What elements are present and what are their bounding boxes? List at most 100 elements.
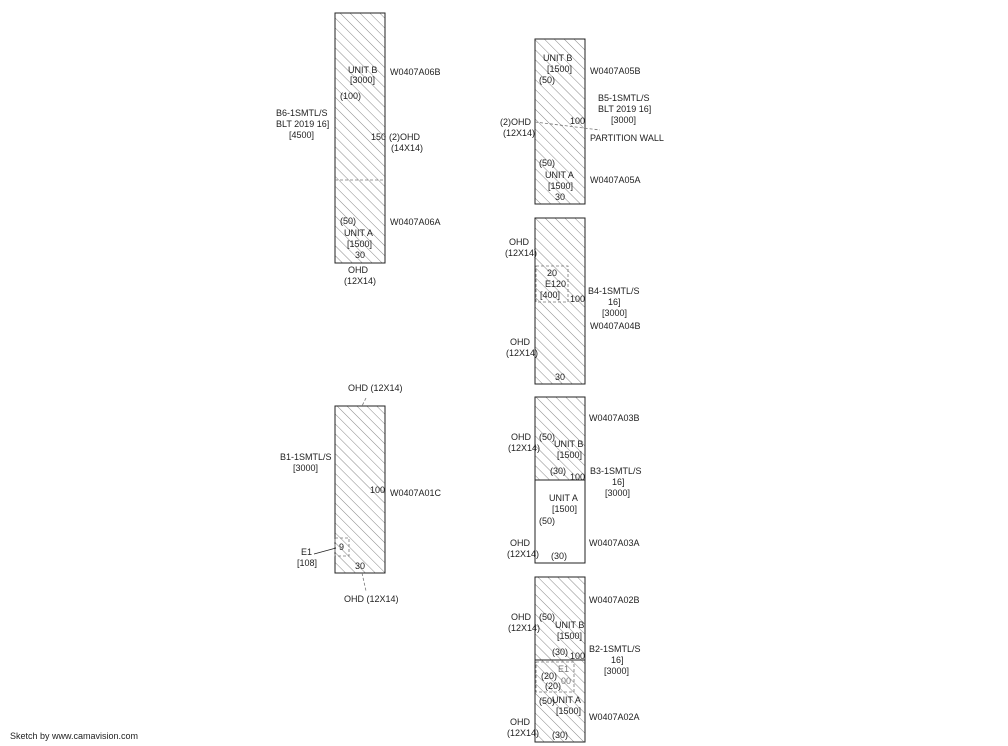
b5-partition-line: [534, 121, 601, 131]
building-b2[interactable]: W0407A02B OHD (12X14) (50) UNIT B [1500]…: [507, 576, 641, 743]
b3-unit-b-label: UNIT B: [554, 439, 583, 449]
b4-dimension-20: 20: [547, 268, 557, 278]
b4-id: W0407A04B: [590, 321, 641, 331]
b4-outline: [534, 217, 586, 385]
b1-dimension-30: 30: [355, 561, 365, 571]
b6-description-line1: B6-1SMTL/S: [276, 108, 328, 118]
building-b5[interactable]: UNIT B [1500] (50) W0407A05B B5-1SMTL/S …: [500, 38, 664, 205]
b6-outline: [334, 12, 386, 264]
b2-dimension-50a: (50): [539, 696, 555, 706]
b4-e120-area-value: [400]: [540, 290, 560, 300]
b4-dimension-30: 30: [555, 372, 565, 382]
b1-ohd-bottom-leader: [361, 572, 367, 592]
b3-dimension-50b: (50): [539, 432, 555, 442]
b3-id-unit-a: W0407A03A: [589, 538, 640, 548]
b6-id-unit-a: W0407A06A: [390, 217, 441, 227]
b4-description-area: [3000]: [602, 308, 627, 318]
b1-dimension-100: 100: [370, 485, 385, 495]
b2-e1-area: [535, 661, 575, 693]
b3-unit-a-label: UNIT A: [549, 493, 578, 503]
b2-dimension-50b: (50): [539, 612, 555, 622]
b4-e120-label: E120: [545, 279, 566, 289]
b2-unit-a-area: [1500]: [556, 706, 581, 716]
b5-description-area: [3000]: [611, 115, 636, 125]
b5-unit-b-label: UNIT B: [543, 53, 572, 63]
b6-dimension-100: (100): [340, 91, 361, 101]
b5-id-unit-b: W0407A05B: [590, 66, 641, 76]
b2-unit-a-label: UNIT A: [552, 695, 581, 705]
b2-dimension-20b: (20): [545, 681, 561, 691]
b2-dimension-30a: (30): [552, 730, 568, 740]
b6-ohd-size: (14X14): [391, 143, 423, 153]
building-b1[interactable]: OHD (12X14) B1-1SMTL/S [3000] 100 W0407A…: [280, 383, 442, 604]
b3-ohd2-size: (12X14): [507, 549, 539, 559]
b5-unit-b-area: [1500]: [547, 64, 572, 74]
b5-ohd-label: (2)OHD: [500, 117, 531, 127]
b6-unit-b-area: [3000]: [350, 75, 375, 85]
b4-description-line1: B4-1SMTL/S: [588, 286, 640, 296]
b6-id-unit-b: W0407A06B: [390, 67, 441, 77]
b2-ohd1-label: OHD: [511, 612, 532, 622]
b6-dimension-150: 150: [371, 132, 386, 142]
b4-dimension-100: 100: [570, 294, 585, 304]
b1-e1-area-value: [108]: [297, 558, 317, 568]
b2-unit-a-outline: [534, 659, 586, 743]
b1-ohd-top-leader: [361, 397, 367, 407]
b3-description-area: [3000]: [605, 488, 630, 498]
b1-description-line1: B1-1SMTL/S: [280, 452, 332, 462]
b3-dimension-100: 100: [570, 472, 585, 482]
b3-ohd1-size: (12X14): [508, 443, 540, 453]
b5-dimension-100: 100: [570, 116, 585, 126]
b5-partition-wall-label: PARTITION WALL: [590, 133, 664, 143]
b5-dimension-50a: (50): [539, 158, 555, 168]
b4-ohd2-label: OHD: [510, 337, 531, 347]
b1-id: W0407A01C: [390, 488, 442, 498]
building-b4[interactable]: OHD (12X14) 20 E120 [400] B4-1SMTL/S 16]…: [505, 217, 641, 385]
b6-description-line2: BLT 2019 16]: [276, 119, 329, 129]
b2-description-line1: B2-1SMTL/S: [589, 644, 641, 654]
b2-ohd2-label: OHD: [510, 717, 531, 727]
b2-ohd2-size: (12X14): [507, 728, 539, 738]
b4-e120-area: [535, 265, 569, 303]
b3-unit-b-area: [1500]: [557, 450, 582, 460]
b1-e1-leader: [313, 547, 337, 555]
b3-description-line1: B3-1SMTL/S: [590, 466, 642, 476]
b3-dimension-50a: (50): [539, 516, 555, 526]
b2-ohd1-size: (12X14): [508, 623, 540, 633]
b1-e1-area: [334, 537, 350, 557]
b5-description-line2: BLT 2019 16]: [598, 104, 651, 114]
b1-e1-label: E1: [301, 547, 312, 557]
b5-unit-a-area: [1500]: [548, 181, 573, 191]
b6-unit-a-label: UNIT A: [344, 228, 373, 238]
b2-id-unit-b: W0407A02B: [589, 595, 640, 605]
b5-unit-a-label: UNIT A: [545, 170, 574, 180]
b2-id-unit-a: W0407A02A: [589, 712, 640, 722]
b2-description-line2: 16]: [611, 655, 624, 665]
b6-dimension-50: (50): [340, 216, 356, 226]
b4-description-line2: 16]: [608, 297, 621, 307]
b3-unit-a-outline: [534, 479, 586, 564]
b2-unit-b-area: [1500]: [557, 631, 582, 641]
b6-unit-b-label: UNIT B: [348, 65, 377, 75]
b2-dimension-100: 100: [570, 651, 585, 661]
b5-dimension-30: 30: [555, 192, 565, 202]
b5-description-line1: B5-1SMTL/S: [598, 93, 650, 103]
b6-unit-a-area: [1500]: [347, 239, 372, 249]
building-b6[interactable]: UNIT B [3000] (100) B6-1SMTL/S BLT 2019 …: [276, 12, 441, 286]
b6-description-area: [4500]: [289, 130, 314, 140]
b3-unit-b-outline: [534, 396, 586, 481]
b1-outline: [334, 405, 386, 574]
b3-ohd1-label: OHD: [511, 432, 532, 442]
b4-ohd1-label: OHD: [509, 237, 530, 247]
building-b3[interactable]: W0407A03B OHD (12X14) (50) UNIT B [1500]…: [507, 396, 642, 564]
b5-ohd-size: (12X14): [503, 128, 535, 138]
b3-ohd2-label: OHD: [510, 538, 531, 548]
b2-unit-b-label: UNIT B: [555, 620, 584, 630]
b5-id-unit-a: W0407A05A: [590, 175, 641, 185]
b2-dimension-20a: (20): [541, 671, 557, 681]
b6-dimension-30: 30: [355, 250, 365, 260]
b2-e1-label: E1: [558, 664, 569, 674]
b1-description-area: [3000]: [293, 463, 318, 473]
b4-ohd2-size: (12X14): [506, 348, 538, 358]
b2-dimension-30b: (30): [552, 647, 568, 657]
